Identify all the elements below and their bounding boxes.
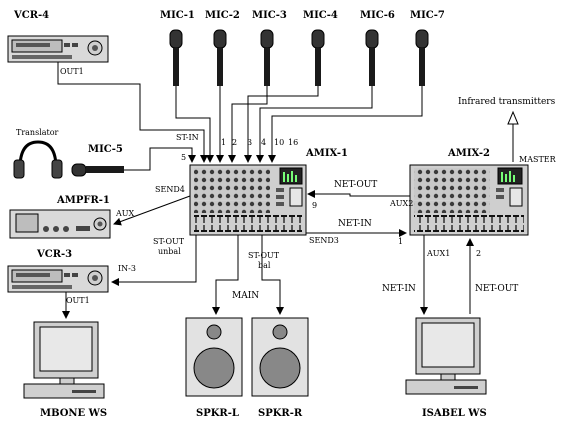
amix1-device: AMIX-1 [189, 148, 348, 236]
aux2-label: AUX2 [389, 199, 413, 208]
vcr4-label: VCR-4 [13, 10, 49, 21]
translator-label: Translator [16, 128, 59, 137]
mbone-workstation: MBONE WS [23, 321, 107, 419]
amix2-in2-label: 2 [476, 249, 481, 258]
amix2-label: AMIX-2 [447, 148, 490, 159]
infrared-transmitters: Infrared transmitters MASTER [458, 97, 557, 164]
send3-label: SEND3 [309, 236, 339, 245]
ch16-label: 16 [288, 138, 298, 147]
st-out-unbal-label-1: ST-OUT [153, 237, 185, 246]
st-out-bal-label-2: bal [258, 261, 271, 270]
mic4-label: MIC-4 [303, 10, 338, 21]
mic5-device: MIC-5 [71, 144, 124, 177]
translator-device: Translator [13, 128, 63, 179]
ampfr1-label: AMPFR-1 [56, 195, 110, 206]
mic6-device: MIC-6 [360, 10, 395, 86]
isabel-workstation: ISABEL WS [405, 317, 487, 419]
connection-wires: ST-IN 1 2 3 4 10 16 5 SEND4 AUX ST-OUT u… [57, 62, 518, 319]
ch10-label: 10 [274, 138, 284, 147]
amix2-in1-label: 1 [398, 237, 403, 246]
ch2-label: 2 [232, 138, 237, 147]
aux-label: AUX [115, 209, 135, 218]
in3-label: IN-3 [118, 264, 136, 273]
mic1-device: MIC-1 [160, 10, 195, 86]
mic6-label: MIC-6 [360, 10, 395, 21]
st-out-bal-label-1: ST-OUT [248, 251, 280, 260]
net-in-top-label: NET-IN [338, 219, 372, 229]
mic3-label: MIC-3 [252, 10, 287, 21]
mbone-ws-label: MBONE WS [40, 408, 107, 419]
mic3-device: MIC-3 [252, 10, 287, 86]
master-label: MASTER [519, 155, 557, 164]
mic4-device: MIC-4 [303, 10, 338, 86]
net-out-bottom-label: NET-OUT [475, 284, 518, 294]
ch5-label: 5 [181, 153, 186, 162]
st-out-unbal-label-2: unbal [158, 247, 181, 256]
infrared-label: Infrared transmitters [458, 97, 556, 107]
aux1-label: AUX1 [426, 249, 450, 258]
send4-label: SEND4 [155, 185, 185, 194]
vcr3-device: VCR-3 OUT1 [7, 249, 109, 305]
amix2-device: AMIX-2 [409, 148, 529, 236]
st-in-label: ST-IN [176, 133, 199, 142]
vcr3-label: VCR-3 [36, 249, 72, 260]
mic2-device: MIC-2 [205, 10, 240, 86]
mic7-label: MIC-7 [410, 10, 445, 21]
vcr4-device: VCR-4 OUT1 [7, 10, 109, 76]
ch9-label: 9 [312, 201, 317, 210]
ch4-label: 4 [261, 138, 266, 147]
ch3-label: 3 [247, 138, 252, 147]
ampfr1-device: AMPFR-1 [9, 195, 111, 239]
speaker-right: SPKR-R [251, 317, 309, 419]
vcr3-out1-label: OUT1 [66, 296, 90, 305]
spkr-r-label: SPKR-R [258, 408, 303, 419]
amix1-label: AMIX-1 [305, 148, 348, 159]
speaker-left: SPKR-L [185, 317, 243, 419]
mic2-label: MIC-2 [205, 10, 240, 21]
ch1-label: 1 [221, 138, 226, 147]
isabel-ws-label: ISABEL WS [422, 408, 487, 419]
vcr4-out1-label: OUT1 [60, 67, 84, 76]
mic7-device: MIC-7 [410, 10, 445, 86]
net-in-bottom-label: NET-IN [382, 284, 416, 294]
mic1-label: MIC-1 [160, 10, 195, 21]
net-out-top-label: NET-OUT [334, 180, 377, 190]
spkr-l-label: SPKR-L [196, 408, 239, 419]
mic5-label: MIC-5 [88, 144, 123, 155]
main-label: MAIN [232, 291, 259, 301]
